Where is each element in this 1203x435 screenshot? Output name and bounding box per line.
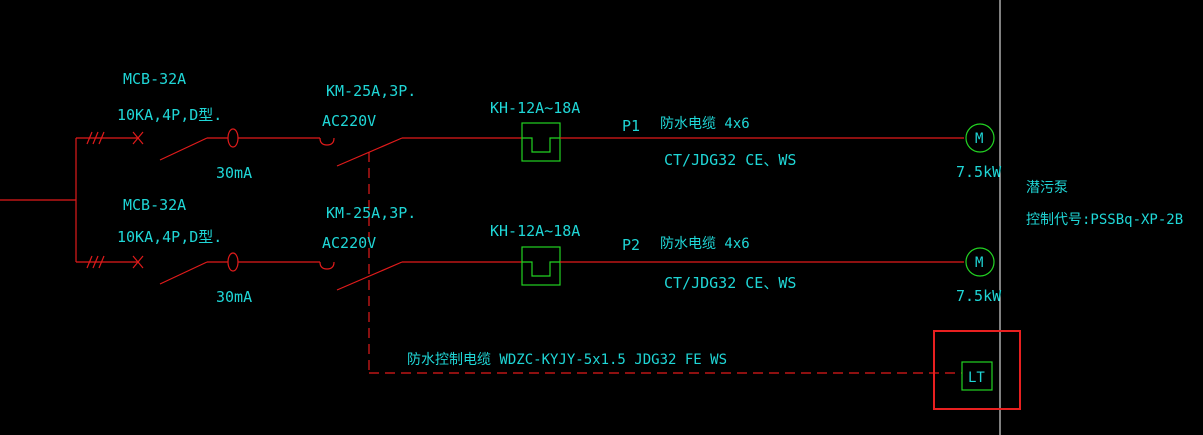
- breaker-model-1: MCB-32A: [123, 70, 186, 88]
- rcd-rating-1: 30mA: [216, 164, 252, 182]
- breaker-model-2: MCB-32A: [123, 196, 186, 214]
- rcd-rating-2: 30mA: [216, 288, 252, 306]
- contactor-voltage-1: AC220V: [322, 112, 376, 130]
- contactor-model-2: KM-25A,3P.: [326, 204, 416, 222]
- circuit-id-1: P1: [622, 117, 640, 135]
- contactor-voltage-2: AC220V: [322, 234, 376, 252]
- relay-rating-1: KH-12A~18A: [490, 99, 580, 117]
- circuit-2: [76, 246, 995, 291]
- motor-symbol-1: [965, 123, 995, 153]
- cable-spec-2: 防水电缆 4x6: [660, 236, 750, 252]
- motor-symbol-2: [965, 247, 995, 277]
- rcd-symbol-1: [227, 128, 239, 148]
- motor-label-1: M: [975, 131, 983, 147]
- breaker-spec-2: 10KA,4P,D型.: [117, 228, 222, 246]
- motor-power-1: 7.5kW: [956, 163, 1002, 181]
- control-cable-label: 防水控制电缆 WDZC-KYJY-5x1.5 JDG32 FE WS: [407, 352, 727, 368]
- highlight-box: [933, 330, 1021, 410]
- breaker-spec-1: 10KA,4P,D型.: [117, 106, 222, 124]
- circuit-id-2: P2: [622, 236, 640, 254]
- cable-spec-1: 防水电缆 4x6: [660, 116, 750, 132]
- conduit-spec-2: CT/JDG32 CE、WS: [664, 274, 796, 292]
- level-switch-label: LT: [968, 370, 985, 386]
- motor-power-2: 7.5kW: [956, 287, 1002, 305]
- equipment-name: 潜污泵: [1026, 180, 1068, 196]
- circuit-1: [76, 122, 995, 167]
- thermal-relay-2: [521, 246, 561, 286]
- contactor-model-1: KM-25A,3P.: [326, 82, 416, 100]
- rcd-symbol-2: [227, 252, 239, 272]
- conduit-spec-1: CT/JDG32 CE、WS: [664, 151, 796, 169]
- thermal-relay-1: [521, 122, 561, 162]
- motor-label-2: M: [975, 255, 983, 271]
- relay-rating-2: KH-12A~18A: [490, 222, 580, 240]
- level-switch-box: [961, 361, 993, 391]
- control-code: 控制代号:PSSBq-XP-2B: [1026, 212, 1183, 228]
